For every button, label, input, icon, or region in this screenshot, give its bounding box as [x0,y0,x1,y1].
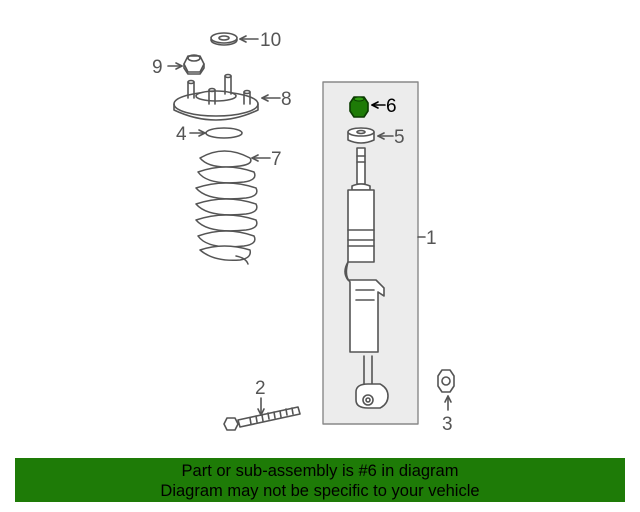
callout-9: 9 [152,57,163,78]
banner-line-1: Part or sub-assembly is #6 in diagram [181,462,459,480]
banner-line-2: Diagram may not be specific to your vehi… [160,482,480,500]
callout-7: 7 [271,149,282,170]
part-6-nut-highlighted [349,96,369,118]
part-1-shock-absorber [344,147,389,409]
callout-1: 1 [426,228,437,249]
part-4-insulator [205,127,243,139]
callout-5: 5 [394,127,405,148]
part-9-nut [183,54,205,75]
callout-8: 8 [281,89,292,110]
callout-10: 10 [260,30,281,51]
part-3-nut [437,369,455,393]
callout-3: 3 [442,414,453,435]
callout-2: 2 [255,378,266,399]
callout-6: 6 [386,96,397,117]
parts-diagram: 10 9 8 4 7 6 5 1 2 3 [152,30,455,435]
part-5-cushion [347,127,375,144]
part-8-upper-mount [173,73,259,121]
part-2-bolt [223,406,301,431]
part-7-coil-spring [195,150,258,265]
callout-4: 4 [176,124,187,145]
info-banner: Part or sub-assembly is #6 in diagram Di… [15,458,625,502]
part-10-washer [210,32,238,46]
